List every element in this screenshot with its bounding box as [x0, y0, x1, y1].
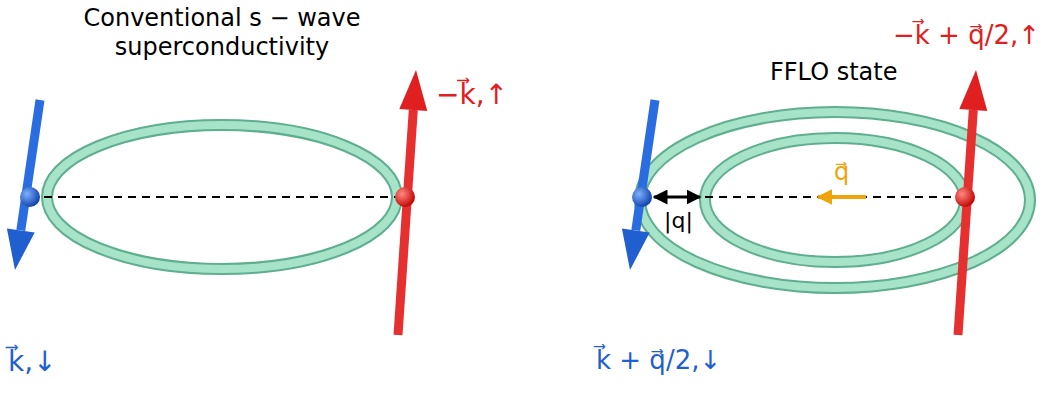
spin-label: k⃗,↓	[8, 345, 57, 379]
spin-label: k⃗ + q⃗/2,↓	[596, 345, 721, 376]
q-vector-arrow	[818, 195, 866, 199]
spin-down-arrow	[7, 100, 40, 270]
spin-label: −k⃗ + q⃗/2,↑	[893, 20, 1040, 51]
q-label: q⃗	[834, 158, 849, 187]
pair-line	[705, 196, 968, 198]
spin-down-arrow	[622, 100, 655, 270]
spin-label: −k⃗,↑	[436, 78, 508, 112]
electron	[632, 187, 652, 207]
panel-title: Conventional s − wave superconductivity	[72, 4, 372, 62]
panel-title: FFLO state	[770, 58, 897, 87]
electron	[955, 187, 975, 207]
pair-line	[30, 196, 405, 198]
fermi-ring	[705, 138, 965, 262]
shift-label: |q|	[664, 208, 693, 234]
electron	[395, 187, 415, 207]
electron	[20, 187, 40, 207]
momentum-shift-arrow	[654, 196, 700, 199]
